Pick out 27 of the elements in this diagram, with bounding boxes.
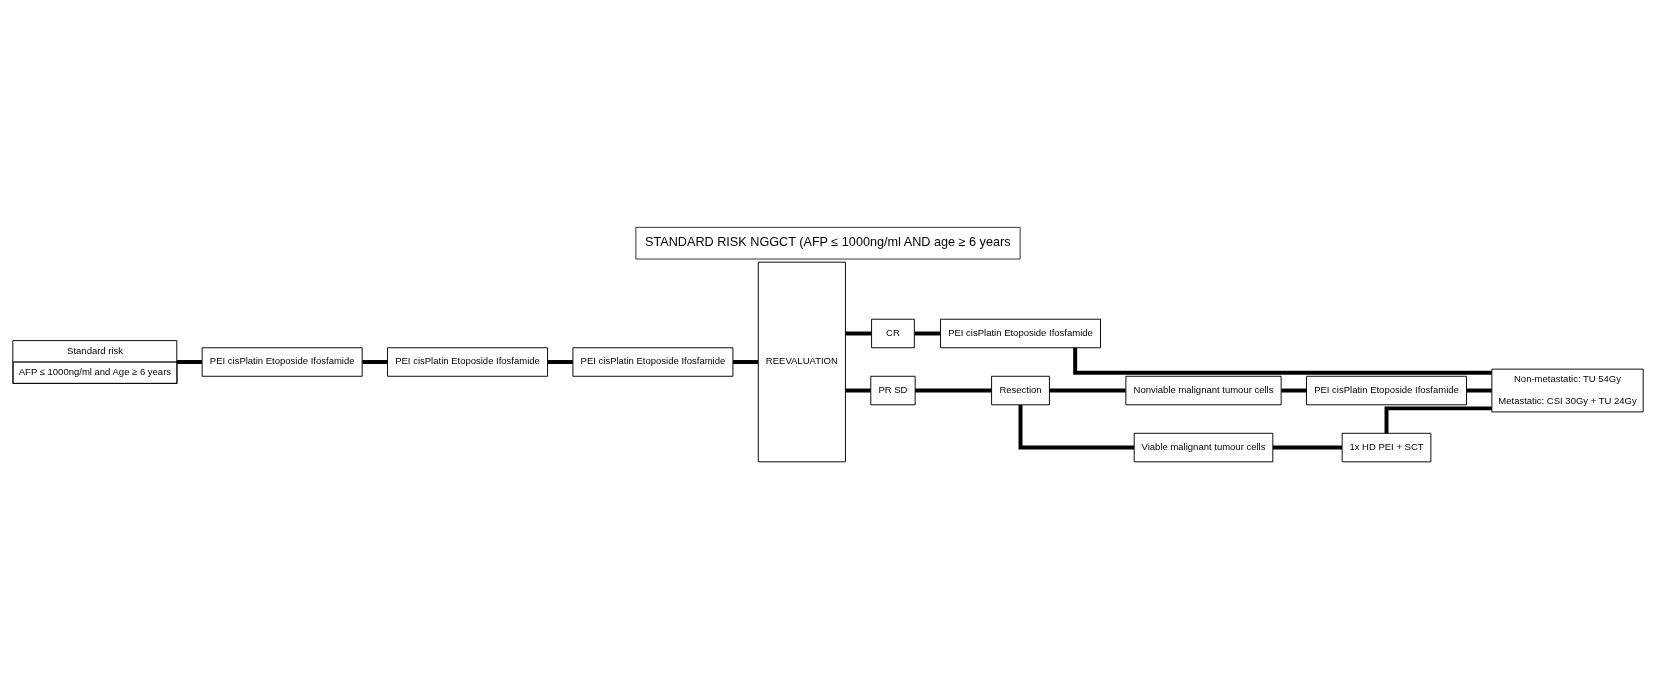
node-box: PEI cisPlatin Etoposide Ifosfamide	[387, 347, 549, 377]
connector	[915, 388, 992, 393]
node-box: PEI cisPlatin Etoposide Ifosfamide	[201, 347, 363, 377]
connector	[845, 331, 872, 336]
node-box: PEI cisPlatin Etoposide Ifosfamide	[940, 318, 1101, 349]
node-box: Non-metastatic: TU 54Gy Metastatic: CSI 30Gy + TU 24Gy	[1491, 368, 1644, 413]
connector	[1272, 445, 1342, 450]
node-box: Viable malignant tumour cells	[1133, 432, 1274, 463]
connector	[547, 360, 573, 364]
node-box: Nonviable malignant tumour cells	[1125, 375, 1282, 406]
node-box: REEVALUATION	[757, 261, 846, 463]
node-box: Resection	[991, 375, 1050, 406]
node-box: PEI cisPlatin Etoposide Ifosfamide	[1306, 375, 1467, 406]
node-box: CR	[871, 318, 915, 349]
connector	[733, 360, 758, 364]
connector	[1049, 388, 1126, 393]
connector	[177, 360, 202, 364]
connector	[914, 331, 941, 336]
connector	[1466, 388, 1492, 393]
connector	[1281, 388, 1307, 393]
node-box: PEI cisPlatin Etoposide Ifosfamide	[572, 347, 734, 377]
diagram-title: STANDARD RISK NGGCT (AFP ≤ 1000ng/ml AND age ≥ 6 years	[645, 235, 1011, 250]
connector	[845, 388, 871, 393]
node-box: 1x HD PEI + SCT	[1341, 432, 1432, 463]
connector	[362, 360, 388, 364]
connector	[1018, 404, 1135, 450]
node-box: PR SD	[870, 375, 916, 406]
